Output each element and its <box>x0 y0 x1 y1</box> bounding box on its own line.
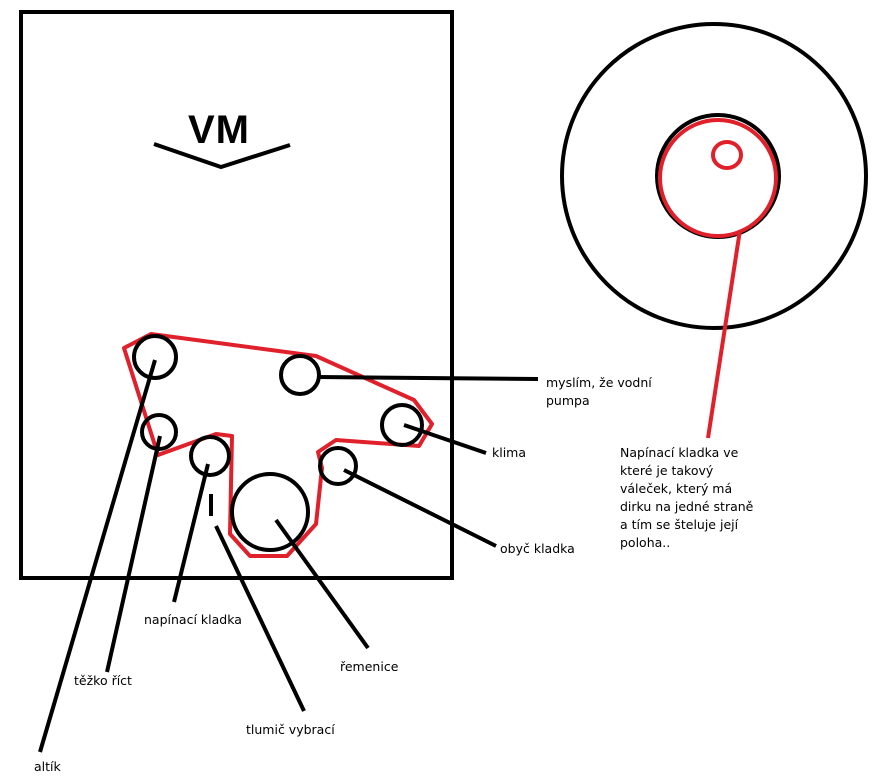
label-note: Napínací kladka ve které je takový váleč… <box>620 445 754 550</box>
leader-tlumic <box>214 525 306 712</box>
pulley-pump <box>279 354 321 396</box>
label-altik: altík <box>34 759 61 774</box>
leader-pump <box>317 375 539 381</box>
pulley-klima <box>380 403 424 447</box>
leader-napinaci <box>172 463 210 603</box>
detail-hole <box>711 140 743 170</box>
label-tezko: těžko říct <box>74 673 132 688</box>
detail-roller <box>658 118 778 238</box>
direction-arrow <box>153 142 291 170</box>
label-napinaci: napínací kladka <box>144 612 242 627</box>
detail-leader <box>706 229 742 439</box>
leader-klima <box>403 423 487 455</box>
leader-tezko <box>105 435 162 673</box>
label-obyc: obyč kladka <box>500 541 575 556</box>
pulley-altik <box>132 334 178 380</box>
leader-altik <box>38 359 157 753</box>
engine-block <box>19 10 454 580</box>
engine-label: VM <box>188 108 250 152</box>
label-klima: klima <box>492 445 527 460</box>
label-remenice: řemenice <box>340 659 399 674</box>
label-pump: myslím, že vodní pumpa <box>546 375 652 408</box>
pulley-obyc <box>318 446 358 486</box>
detail-outer-circle <box>560 22 868 330</box>
pulley-remenice <box>230 472 310 552</box>
pulley-napinaci <box>189 435 231 477</box>
label-tlumic: tlumič vybrací <box>246 722 335 737</box>
leader-obyc <box>343 468 497 548</box>
leader-remenice <box>274 518 370 650</box>
